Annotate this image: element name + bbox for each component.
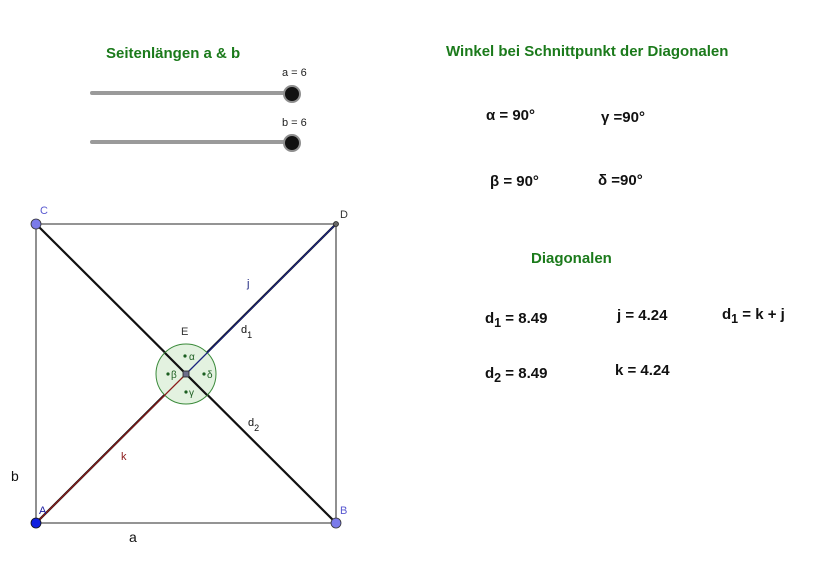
d2-value: 8.49 — [518, 365, 548, 382]
alpha-dot — [183, 354, 187, 358]
slider-b-track[interactable] — [90, 140, 292, 144]
diagonals-heading: Diagonalen — [531, 250, 612, 267]
delta-label: δ — [207, 370, 213, 381]
angle-gamma-value: γ =90° — [601, 109, 645, 126]
point-D-marker — [333, 221, 339, 227]
slider-b-label: b = 6 — [282, 117, 307, 129]
gamma-dot — [184, 390, 188, 394]
d1-formula-text: d1 = k + j — [722, 306, 785, 326]
point-E-marker[interactable] — [182, 370, 190, 378]
d2-length-text: d2 = 8.49 — [485, 365, 548, 385]
point-D-label: D — [340, 209, 348, 221]
d1-length-text: d1 = 8.49 — [485, 310, 548, 330]
angle-delta-value: δ =90° — [598, 172, 643, 189]
slider-a-handle[interactable] — [283, 85, 301, 103]
segment-k-label: k — [121, 451, 127, 463]
diagonal-d2-label-subscript: 2 — [254, 423, 259, 433]
d1-subscript: 1 — [494, 316, 502, 330]
slider-section-heading: Seitenlängen a & b — [106, 45, 241, 62]
d1-formula-letter: d — [722, 306, 732, 323]
segment-k — [35, 373, 187, 524]
beta-label: β — [171, 370, 177, 381]
diagonal-d2-label: d2 — [248, 417, 259, 433]
j-length-text: j = 4.24 — [617, 307, 668, 324]
slider-a-track[interactable] — [90, 91, 292, 95]
d2-letter: d — [485, 365, 495, 382]
point-B-label: B — [340, 505, 347, 517]
angles-heading: Winkel bei Schnittpunkt der Diagonalen — [446, 43, 729, 60]
slider-a-label: a = 6 — [282, 67, 307, 79]
point-A-marker[interactable] — [30, 517, 42, 529]
diagonal-d2-label-letter: d — [248, 417, 254, 429]
d1-letter: d — [485, 310, 495, 327]
point-C-marker[interactable] — [30, 218, 42, 230]
angle-beta-value: β = 90° — [490, 173, 539, 190]
d1-value: 8.49 — [518, 310, 548, 327]
point-B-marker[interactable] — [330, 517, 342, 529]
side-b-label: b — [11, 468, 19, 484]
side-a-label: a — [129, 529, 137, 545]
diagonal-d1-label: d1 — [241, 324, 252, 340]
k-length-text: k = 4.24 — [615, 362, 670, 379]
segment-j-label: j — [246, 278, 249, 290]
gamma-label: γ — [189, 388, 194, 399]
beta-dot — [166, 372, 170, 376]
point-C-label: C — [40, 205, 48, 217]
d1-formula-rest: = k + j — [738, 306, 785, 323]
diagonal-d1-label-letter: d — [241, 324, 247, 336]
segment-j — [185, 223, 337, 375]
point-E-label: E — [181, 326, 188, 338]
slider-b-handle[interactable] — [283, 134, 301, 152]
d1-formula-subscript: 1 — [731, 312, 739, 326]
angle-alpha-value: α = 90° — [486, 107, 535, 124]
alpha-label: α — [189, 352, 195, 363]
point-A-label: A — [39, 505, 47, 517]
diagonal-d1-label-subscript: 1 — [247, 330, 252, 340]
delta-dot — [202, 372, 206, 376]
d2-subscript: 2 — [494, 371, 502, 385]
